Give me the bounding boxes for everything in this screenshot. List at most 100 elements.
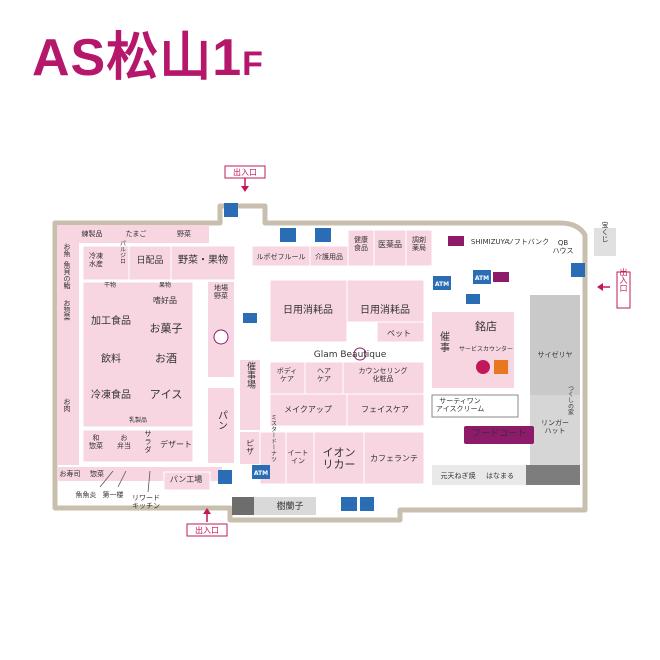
store-iyakuhin[interactable]: 医薬品	[378, 239, 402, 249]
store-yasai_kudamono[interactable]: 野菜・果物	[178, 253, 228, 266]
store-harujirou[interactable]: パルジロ	[119, 240, 126, 264]
atm-icon	[473, 270, 491, 284]
store-takarakuji[interactable]: 宝くじ	[601, 221, 609, 243]
icons	[213, 203, 585, 511]
store-chiiki_yasai[interactable]: 地場野菜	[214, 283, 228, 300]
center-area	[208, 229, 433, 485]
store-makeup[interactable]: メイクアップ	[284, 405, 332, 414]
store-facecare[interactable]: フェイスケア	[361, 405, 409, 414]
atm-label: ATM	[475, 275, 489, 282]
store-aeon_liquor[interactable]: イオンリカー	[323, 446, 356, 471]
store-kudamono[interactable]: 果物	[159, 281, 171, 289]
entrance-bottom[interactable]: 出入口	[186, 508, 228, 537]
store-tsukemono[interactable]: 練製品	[82, 229, 103, 238]
store-meiten[interactable]: 銘店	[475, 319, 497, 333]
store-reward[interactable]: リワードキッチン	[132, 494, 160, 510]
store-okashi[interactable]: お菓子	[150, 322, 183, 335]
help-icon	[476, 360, 490, 374]
store-nyuseihin[interactable]: 乳製品	[129, 416, 147, 424]
store-chuzaijo[interactable]: 催事場	[245, 360, 256, 389]
store-daiichi[interactable]: 第一楼	[103, 490, 124, 499]
store-tsukesoba[interactable]: つくしの家	[567, 385, 574, 415]
store-inryo[interactable]: 飲料	[101, 352, 121, 365]
toilet-icon	[341, 497, 357, 511]
store-wasozai[interactable]: 和惣菜	[89, 433, 103, 450]
store-pan[interactable]: パン	[216, 410, 228, 430]
store-gyo[interactable]: 魚魚炎	[76, 490, 97, 499]
store-yasai_top[interactable]: 野菜	[177, 229, 191, 238]
accessible-toilet-icon	[360, 497, 374, 511]
store-pan_koujou[interactable]: パン工場	[170, 474, 202, 484]
escalator-icon	[224, 203, 238, 217]
store-sozai[interactable]: 惣菜	[90, 469, 104, 478]
store-service[interactable]: サービスカウンター	[459, 345, 513, 353]
store-counseling[interactable]: カウンセリング化粧品	[359, 366, 408, 383]
store-osake[interactable]: お酒	[155, 352, 177, 365]
store-reitou[interactable]: 冷凍食品	[91, 388, 131, 401]
atm-icon	[252, 465, 270, 479]
store-pizza[interactable]: ピザ	[246, 439, 255, 455]
cart-icon	[466, 294, 480, 304]
store-negiyaki[interactable]: 元天ねぎ焼	[441, 471, 476, 480]
store-osushi[interactable]: お寿司	[60, 469, 81, 478]
escalator-icon	[218, 470, 232, 484]
page-title: AS松山1F	[32, 28, 264, 88]
store-cafe_lente[interactable]: カフェランテ	[370, 454, 418, 463]
atm-icon	[433, 276, 451, 290]
store-osozai[interactable]: お惣菜	[63, 300, 71, 322]
store-nichihaihin[interactable]: 日配品	[136, 255, 163, 266]
store-kakou[interactable]: 加工食品	[91, 314, 131, 327]
store-saiji[interactable]: 催事	[440, 330, 450, 354]
store-osakana[interactable]: お魚	[63, 243, 71, 258]
store-dessert[interactable]: デザート	[160, 439, 192, 449]
atm-label: ATM	[435, 281, 449, 288]
store-shikou[interactable]: 嗜好品	[153, 295, 177, 305]
atm-label: ATM	[254, 470, 268, 477]
store-tamago[interactable]: たまご	[126, 229, 147, 238]
store-thirty[interactable]: サーティワンアイスクリーム	[436, 397, 485, 413]
store-glam[interactable]: Glam Beautique	[314, 350, 387, 360]
aeon-card-icon	[448, 236, 464, 246]
store-chozai[interactable]: 調剤薬局	[412, 235, 426, 252]
store-obento[interactable]: お弁当	[117, 434, 131, 450]
store-rubise[interactable]: ルポゼフルール	[257, 252, 306, 261]
entrance-top[interactable]: 出入口	[224, 165, 266, 192]
store-reito_suisan[interactable]: 冷凍水産	[89, 251, 103, 268]
store-gyokai[interactable]: 魚貝の鮨	[63, 260, 71, 290]
fresh-area	[57, 225, 236, 491]
store-foodcourt[interactable]: フードコート	[472, 429, 526, 439]
entrance-bottom-label: 出入口	[195, 525, 219, 535]
escalator-icon	[571, 263, 585, 277]
store-nichiyou1[interactable]: 日用消耗品	[283, 303, 333, 316]
entrance-top-label: 出入口	[233, 167, 257, 177]
store-ringer[interactable]: リンガーハット	[541, 418, 569, 435]
stairs-icon	[315, 228, 331, 242]
title-main: AS松山1	[32, 29, 243, 87]
store-hoshimono[interactable]: 干物	[104, 281, 116, 289]
store-hanamaru[interactable]: はなまる	[486, 472, 514, 480]
store-kenko[interactable]: 健康食品	[354, 235, 368, 252]
store-mister_donut[interactable]: ミスタードーナツ	[270, 414, 277, 462]
counter-pointers	[99, 470, 151, 493]
cart-icon	[243, 313, 257, 323]
elevator-icon	[280, 228, 296, 242]
store-shimizuya[interactable]: SHIMIZUYA	[471, 238, 510, 246]
store-eatin[interactable]: イートイン	[288, 449, 309, 465]
store-body[interactable]: ボディケア	[277, 366, 298, 383]
store-salad[interactable]: サラダ	[145, 430, 152, 454]
entrance-right-label: 出入口	[619, 267, 628, 292]
store-softbank[interactable]: ソフトバンク	[507, 238, 549, 246]
store-labels: 練製品 たまご 野菜お魚魚貝の鮨お惣菜お肉 冷凍水産 パルジロ日配品 野菜・果物干物 果物嗜…	[60, 221, 610, 512]
aeon-card-icon	[493, 272, 509, 282]
store-hair[interactable]: ヘアケア	[317, 367, 331, 383]
store-pet[interactable]: ペット	[387, 329, 411, 338]
store-nichiyou2[interactable]: 日用消耗品	[360, 303, 410, 316]
store-jurakuko[interactable]: 樹蘭子	[276, 500, 303, 512]
store-saizeriya[interactable]: サイゼリヤ	[538, 350, 573, 359]
entrance-right[interactable]: 出入口	[597, 267, 631, 309]
store-oniku[interactable]: お肉	[63, 398, 71, 412]
store-aisu[interactable]: アイス	[150, 388, 183, 401]
store-kaigo[interactable]: 介護用品	[315, 252, 343, 261]
